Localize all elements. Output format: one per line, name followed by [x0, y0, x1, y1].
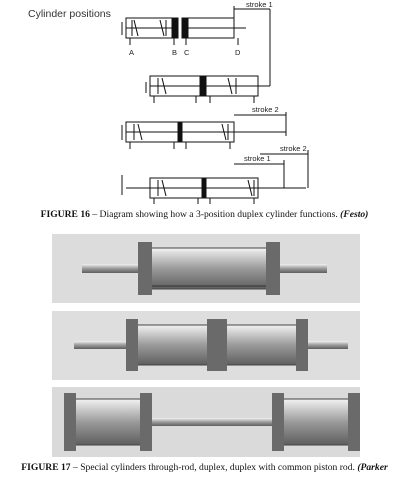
figure17-number: FIGURE 17 [21, 462, 71, 473]
cylinder-row-2 [145, 9, 271, 103]
photo-duplex-common-rod-cylinder [52, 387, 360, 457]
cylinder-diagram: A B C D stroke 1 stroke 2 stroke 1 strok… [121, 0, 309, 204]
figure16-number: FIGURE 16 [40, 209, 90, 220]
position-label-b: B [172, 48, 177, 57]
position-label-a: A [129, 48, 134, 57]
cylinder-row-3 [121, 112, 287, 149]
photo-duplex-cylinder [52, 311, 360, 380]
position-label-c: C [184, 48, 190, 57]
figure16-text: – Diagram showing how a 3-position duple… [89, 209, 341, 220]
figure16-source: (Festo) [340, 209, 369, 220]
figure17-caption: FIGURE 17 – Special cylinders through-ro… [0, 462, 409, 473]
cylinder-row-4 [121, 150, 309, 204]
figure17-source: (Parker [357, 462, 388, 473]
position-label-d: D [235, 48, 241, 57]
figure16-caption: FIGURE 16 – Diagram showing how a 3-posi… [0, 209, 409, 220]
photo-through-rod-cylinder [52, 234, 360, 303]
stroke-label-3: stroke 1 [244, 154, 271, 163]
diagram-heading: Cylinder positions [28, 8, 111, 20]
stroke-label-2: stroke 2 [252, 105, 279, 114]
cylinder-row-1 [121, 6, 270, 45]
figure17-text: – Special cylinders through-rod, duplex,… [70, 462, 358, 473]
stroke-label-4: stroke 2 [280, 144, 307, 153]
stroke-label-1: stroke 1 [246, 0, 273, 9]
